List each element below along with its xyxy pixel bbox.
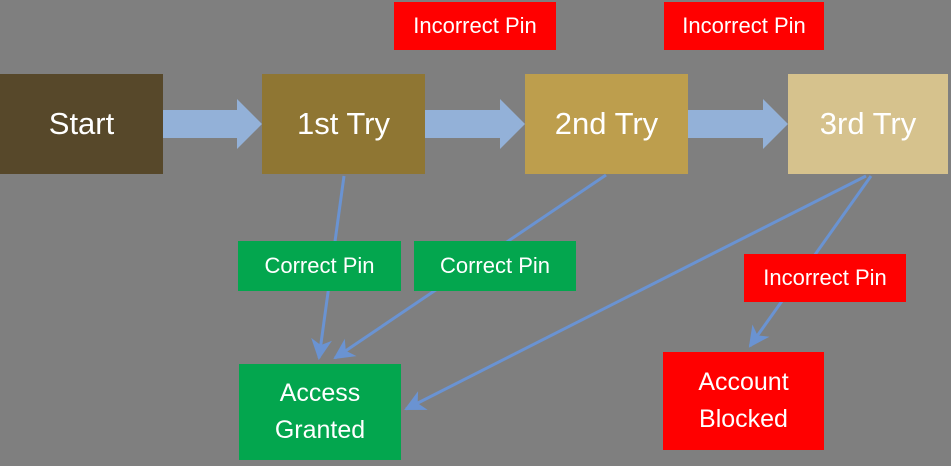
node-second-try: 2nd Try	[525, 74, 688, 174]
label-correct-pin-1: Correct Pin	[238, 241, 401, 291]
label-incorrect-pin-3: Incorrect Pin	[744, 254, 906, 302]
label-correct-pin-2-text: Correct Pin	[439, 253, 551, 278]
block-arrow-second-to-third-try	[688, 99, 788, 149]
label-incorrect-pin-1: Incorrect Pin	[394, 2, 556, 50]
node-access-granted-line1: Access	[279, 379, 361, 407]
node-account-blocked-line2: Blocked	[699, 405, 788, 433]
block-arrow-start-to-first-try	[163, 99, 262, 149]
label-incorrect-pin-2-text: Incorrect Pin	[682, 13, 806, 38]
node-start-label: Start	[48, 106, 115, 141]
node-account-blocked: Account Blocked	[663, 352, 824, 450]
node-second-try-label: 2nd Try	[554, 106, 659, 141]
label-correct-pin-2: Correct Pin	[414, 241, 576, 291]
node-access-granted: Access Granted	[239, 364, 401, 460]
label-incorrect-pin-1-text: Incorrect Pin	[413, 13, 537, 38]
node-account-blocked-line1: Account	[698, 368, 789, 396]
block-arrow-first-to-second-try	[425, 99, 525, 149]
node-access-granted-line2: Granted	[274, 416, 366, 444]
connector-third-try-to-access-granted	[404, 174, 867, 411]
node-third-try: 3rd Try	[788, 74, 948, 174]
label-incorrect-pin-2: Incorrect Pin	[664, 2, 824, 50]
node-third-try-label: 3rd Try	[819, 106, 917, 141]
node-start: Start	[0, 74, 163, 174]
node-first-try: 1st Try	[262, 74, 425, 174]
node-first-try-label: 1st Try	[296, 106, 390, 141]
label-incorrect-pin-3-text: Incorrect Pin	[763, 265, 887, 290]
label-correct-pin-1-text: Correct Pin	[264, 253, 375, 278]
